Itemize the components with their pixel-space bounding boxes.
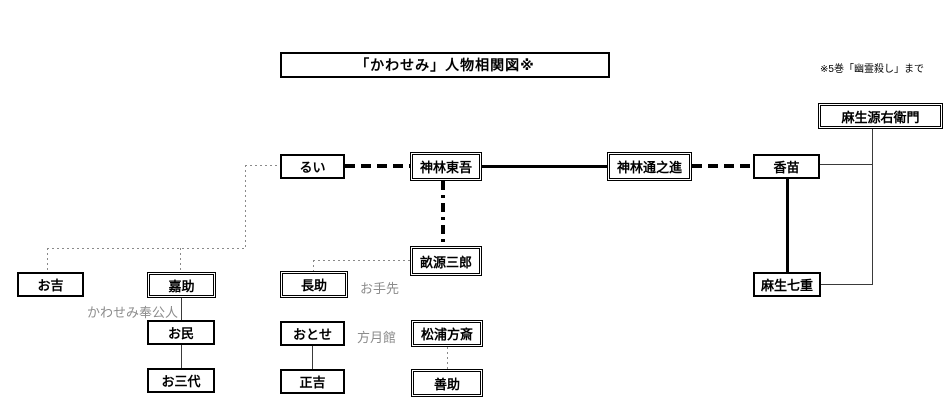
edge-otami-osanyo	[181, 345, 182, 368]
edge-servants-rail	[47, 248, 246, 249]
edge-rui-togo	[345, 164, 410, 168]
edge-togo-genzaburo	[441, 181, 445, 246]
edge-rui-branch-drop	[245, 165, 246, 249]
diagram-title-box: 「かわせみ」人物相関図※	[280, 52, 610, 78]
diagram-title: 「かわせみ」人物相関図※	[355, 57, 535, 73]
person-name-aso-nanae: 麻生七重	[760, 278, 813, 293]
edge-rail-okichi	[47, 248, 48, 272]
person-name-kanae: 香苗	[773, 160, 800, 175]
person-name-osanyo: お三代	[161, 374, 201, 389]
person-box-otose: おとせ	[280, 321, 345, 346]
person-box-kasuke: 嘉助	[147, 272, 216, 298]
person-name-chosuke: 長助	[300, 278, 327, 293]
edge-rui-branch-top	[245, 165, 280, 166]
person-box-une-genzaburo: 畝源三郎	[410, 246, 482, 276]
edge-togo-michinoshin	[482, 165, 607, 168]
person-box-okichi: お吉	[17, 272, 84, 297]
person-box-chosuke: 長助	[280, 271, 348, 298]
person-name-okichi: お吉	[37, 278, 64, 293]
person-box-otami: お民	[147, 320, 215, 345]
person-name-shokichi: 正吉	[299, 375, 326, 390]
person-name-otami: お民	[167, 326, 194, 341]
person-name-zensuke: 善助	[433, 376, 460, 392]
edge-genzaburo-chosuke-h	[313, 260, 410, 261]
edge-otose-shokichi	[312, 346, 313, 369]
edge-genemon-kanae	[820, 164, 873, 165]
person-box-shokichi: 正吉	[280, 369, 345, 394]
person-name-otose: おとせ	[292, 327, 332, 342]
person-box-osanyo: お三代	[147, 368, 215, 393]
edge-genzaburo-chosuke-v	[313, 260, 314, 271]
annotation-kawasemi-servants: かわせみ奉公人	[87, 305, 179, 320]
person-name-aso-genemon: 麻生源右衛門	[841, 109, 920, 125]
person-box-aso-nanae: 麻生七重	[753, 272, 821, 297]
annotation-otesaki: お手先	[360, 281, 400, 296]
edge-kasuke-otami	[181, 298, 182, 320]
person-box-kanbayashi-togo: 神林東吾	[410, 152, 482, 181]
person-name-matsura-hosai: 松浦方斎	[420, 327, 473, 342]
person-name-kasuke: 嘉助	[168, 278, 195, 294]
edge-michinoshin-kanae	[692, 164, 753, 168]
person-box-zensuke: 善助	[411, 369, 483, 397]
person-name-kanbayashi-togo: 神林東吾	[419, 160, 472, 175]
edge-hosai-zensuke	[447, 347, 448, 369]
person-name-rui: るい	[299, 160, 326, 175]
person-name-une-genzaburo: 畝源三郎	[419, 254, 472, 270]
edge-rail-kasuke	[180, 248, 181, 272]
person-box-rui: るい	[280, 154, 345, 179]
person-box-kanae: 香苗	[753, 154, 820, 179]
person-box-aso-genemon: 麻生源右衛門	[818, 103, 943, 129]
edge-genemon-nanae	[821, 284, 873, 285]
edge-kanae-nanae	[786, 179, 789, 272]
person-box-kanbayashi-michinoshin: 神林通之進	[607, 152, 692, 181]
annotation-hogetsukan: 方月館	[357, 330, 397, 345]
edge-genemon-stem	[872, 129, 873, 285]
scope-note: ※5巻「幽霊殺し」まで	[820, 64, 924, 75]
person-name-kanbayashi-michinoshin: 神林通之進	[616, 160, 682, 175]
person-box-matsura-hosai: 松浦方斎	[411, 320, 483, 347]
